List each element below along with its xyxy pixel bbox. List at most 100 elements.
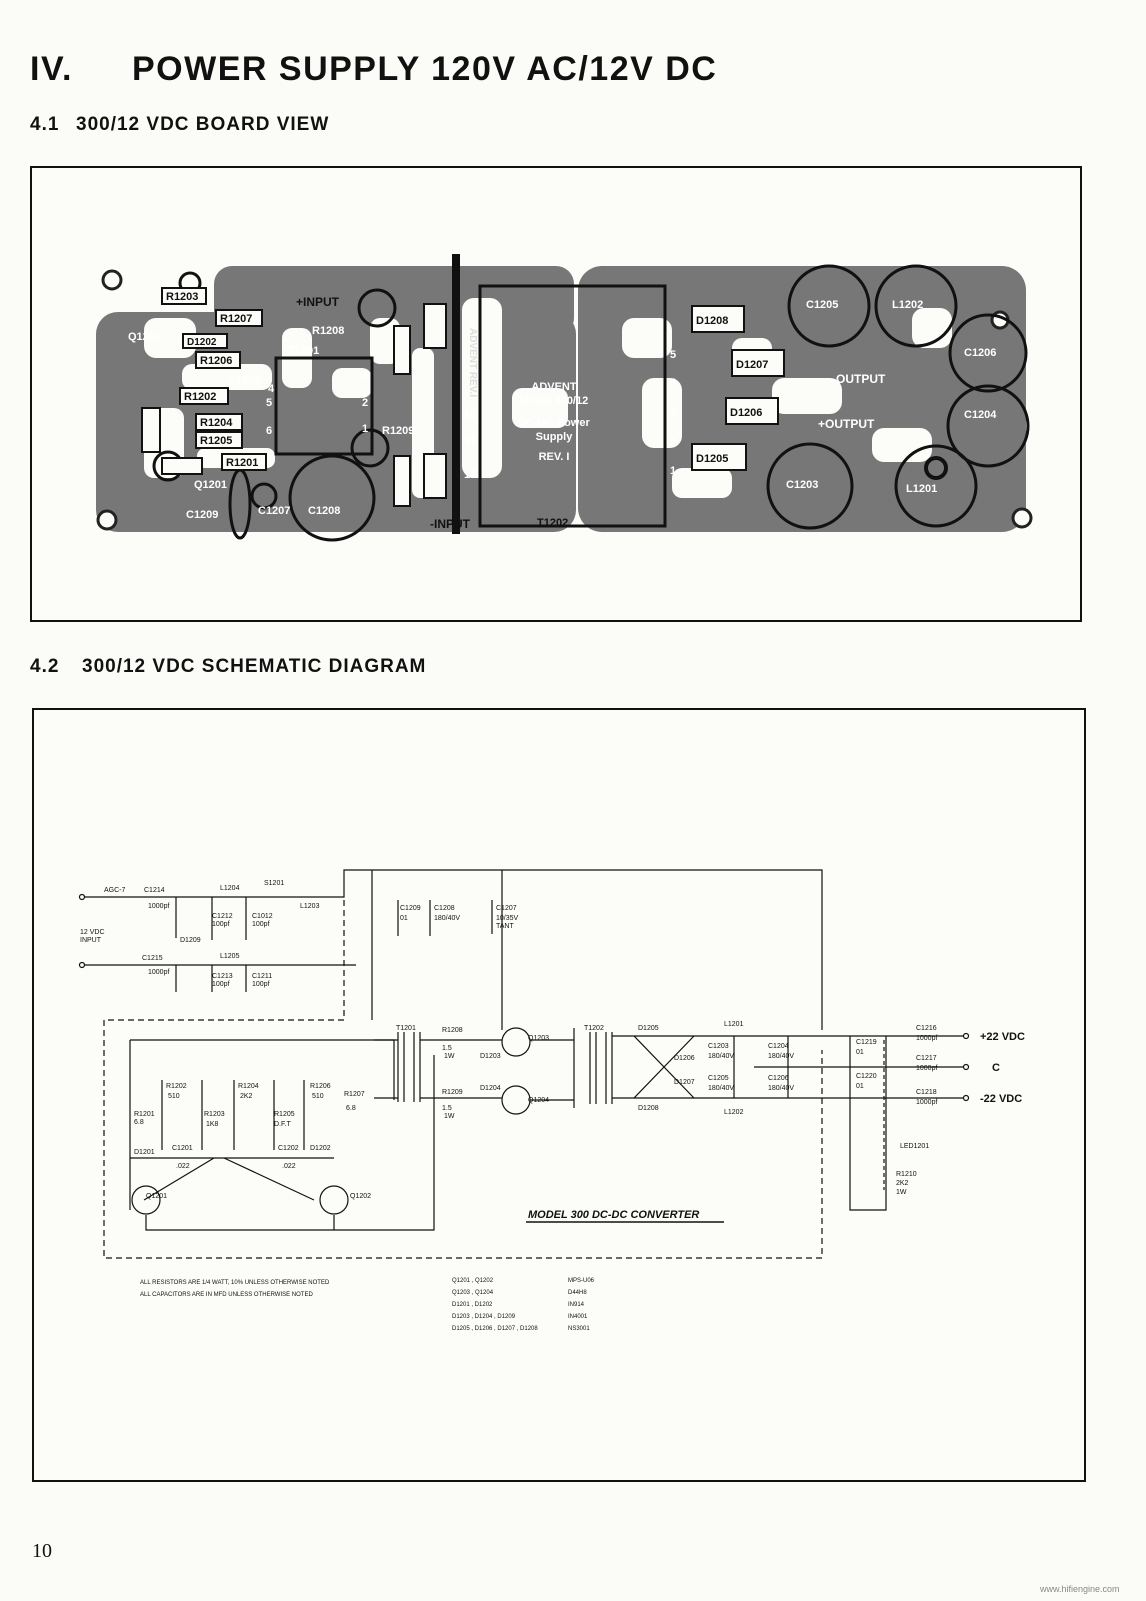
label-r1207: R1207 — [344, 1091, 365, 1098]
input-label-line-2: INPUT — [80, 937, 102, 944]
parts-ref-3: D1201 , D1202 — [452, 1302, 493, 1308]
label-r1208: R1208 — [312, 325, 344, 337]
value-c1216: 1000pf — [916, 1035, 937, 1042]
label-r1203: R1203 — [204, 1111, 225, 1118]
value-c1204: 180/40V — [768, 1053, 794, 1060]
value-r1207: 6.8 — [346, 1105, 356, 1112]
label-r1204: R1204 — [200, 417, 233, 429]
label-l1203: L1203 — [300, 903, 320, 910]
label-r1205: R1205 — [200, 435, 232, 447]
pin-t1202-4: 4 — [670, 377, 677, 389]
output-minus-22: -22 VDC — [980, 1093, 1022, 1105]
label-c1202: C1202 — [278, 1145, 299, 1152]
label-d1207: D1207 — [736, 359, 768, 371]
pin-t1201-2: 2 — [362, 397, 368, 409]
pin-t1202-10: 10 — [464, 409, 476, 421]
pin-t1201-4: 4 — [268, 383, 275, 395]
wire-osc-resistors — [129, 1040, 334, 1210]
label-c1207: C1207 — [496, 905, 517, 912]
label-c1201: C1201 — [172, 1145, 193, 1152]
label-l1201: L1201 — [724, 1021, 744, 1028]
label-l1201: L1201 — [906, 483, 937, 495]
board-view-heading-number: 4.1 — [30, 114, 60, 135]
label-c1212: C1212 — [212, 913, 233, 920]
value-c1220: 01 — [856, 1083, 864, 1090]
value-c1206: 180/40V — [768, 1085, 794, 1092]
label-t1202: T1202 — [537, 517, 568, 529]
board-view-heading: 300/12 VDC BOARD VIEW — [76, 114, 330, 135]
wire-output-caps — [733, 1036, 887, 1211]
parts-type-2: D44H8 — [568, 1290, 587, 1296]
label-q1202: Q1202 — [350, 1193, 371, 1200]
label-c1205: C1205 — [806, 299, 838, 311]
label-c1203: C1203 — [708, 1043, 729, 1050]
heatsink-bar — [452, 254, 460, 534]
label-d1208: D1208 — [638, 1105, 659, 1112]
parts-ref-2: Q1203 , Q1204 — [452, 1290, 494, 1296]
label-r1206: R1206 — [310, 1083, 331, 1090]
label-output-minus: -OUTPUT — [832, 372, 886, 386]
label-c1220: C1220 — [856, 1073, 877, 1080]
label-d1206: D1206 — [674, 1055, 695, 1062]
label-c1211: C1211 — [252, 973, 272, 980]
label-c1215: C1215 — [142, 955, 163, 962]
board-labels: R1203 Q1202 R1207 D1202 R1206 C1202 R120… — [128, 291, 997, 531]
input-label-line-1: 12 VDC — [80, 929, 105, 936]
watt-r1208: 1W — [444, 1053, 455, 1060]
label-c1206: C1206 — [768, 1075, 789, 1082]
pin-t1202-1: 1 — [670, 465, 676, 477]
t1201-outline — [274, 356, 374, 456]
wire-chassis-dashed — [103, 900, 823, 1259]
value-c1203: 180/40V — [708, 1053, 734, 1060]
label-agc7: AGC-7 — [104, 887, 126, 894]
label-c1207: C1207 — [258, 505, 290, 517]
section-number: IV. — [30, 50, 73, 88]
q1201-symbol — [131, 1185, 161, 1215]
schematic-heading: 300/12 VDC SCHEMATIC DIAGRAM — [82, 656, 427, 677]
value-c1215: 1000pf — [148, 969, 169, 976]
wire-t1201-taps — [374, 1039, 454, 1099]
q1204-symbol — [501, 1085, 531, 1115]
pin-t1202-12: 12 — [464, 469, 476, 481]
label-q1201: Q1201 — [146, 1193, 167, 1200]
label-d1202: D1202 — [187, 337, 217, 348]
label-r1205: R1205 — [274, 1111, 295, 1118]
label-output-plus: +OUTPUT — [818, 417, 875, 431]
value-c1211: 100pf — [252, 981, 270, 988]
value-r1205: D.F.T — [274, 1121, 291, 1128]
pin-t1201-1: 1 — [362, 423, 368, 435]
t1202-outline — [478, 284, 667, 528]
label-c1209: C1209 — [400, 905, 421, 912]
label-c1216: C1216 — [916, 1025, 937, 1032]
parts-ref-1: Q1201 , Q1202 — [452, 1278, 494, 1284]
output-labels: +22 VDC C -22 VDC — [980, 1031, 1025, 1105]
parts-ref-5: D1205 , D1206 , D1207 , D1208 — [452, 1326, 538, 1332]
wire-bulk-caps — [397, 900, 493, 936]
value-r1206: 510 — [312, 1093, 324, 1100]
label-r1204: R1204 — [238, 1083, 259, 1090]
label-d1201: D1201 — [134, 1149, 155, 1156]
advent-line-1: ADVENT — [531, 381, 577, 393]
value-c1201: .022 — [176, 1163, 190, 1170]
label-r1210: R1210 — [896, 1171, 917, 1178]
schematic-figure: 12 VDC INPUT AGC-7 C1214 1000pf L1204 S1… — [78, 869, 1025, 1332]
advent-block: ADVENT Model 300/12 DC-DC Power Supply R… — [518, 381, 590, 463]
label-c1204: C1204 — [768, 1043, 789, 1050]
label-c1218: C1218 — [916, 1089, 937, 1096]
schematic-title: MODEL 300 DC-DC CONVERTER — [528, 1209, 699, 1221]
value-c1202: .022 — [282, 1163, 296, 1170]
board-view-frame: R1203 Q1202 R1207 D1202 R1206 C1202 R120… — [30, 166, 1082, 622]
t1201-symbol — [397, 1032, 421, 1102]
label-d1206: D1206 — [730, 407, 762, 419]
advent-line-5: REV. I — [539, 451, 570, 463]
label-q1202: Q1202 — [128, 331, 161, 343]
label-led1201: LED1201 — [900, 1143, 929, 1150]
board-view-figure: R1203 Q1202 R1207 D1202 R1206 C1202 R120… — [96, 254, 1033, 542]
wire-input-plus — [82, 869, 823, 1030]
q1203-symbol — [501, 1027, 531, 1057]
pin-t1202-7: 7 — [468, 323, 474, 335]
label-q1203: Q1203 — [528, 1035, 549, 1042]
parts-type-1: MPS-U06 — [568, 1278, 595, 1284]
parts-type-5: NS3001 — [568, 1326, 590, 1332]
label-d1205: D1205 — [696, 453, 728, 465]
